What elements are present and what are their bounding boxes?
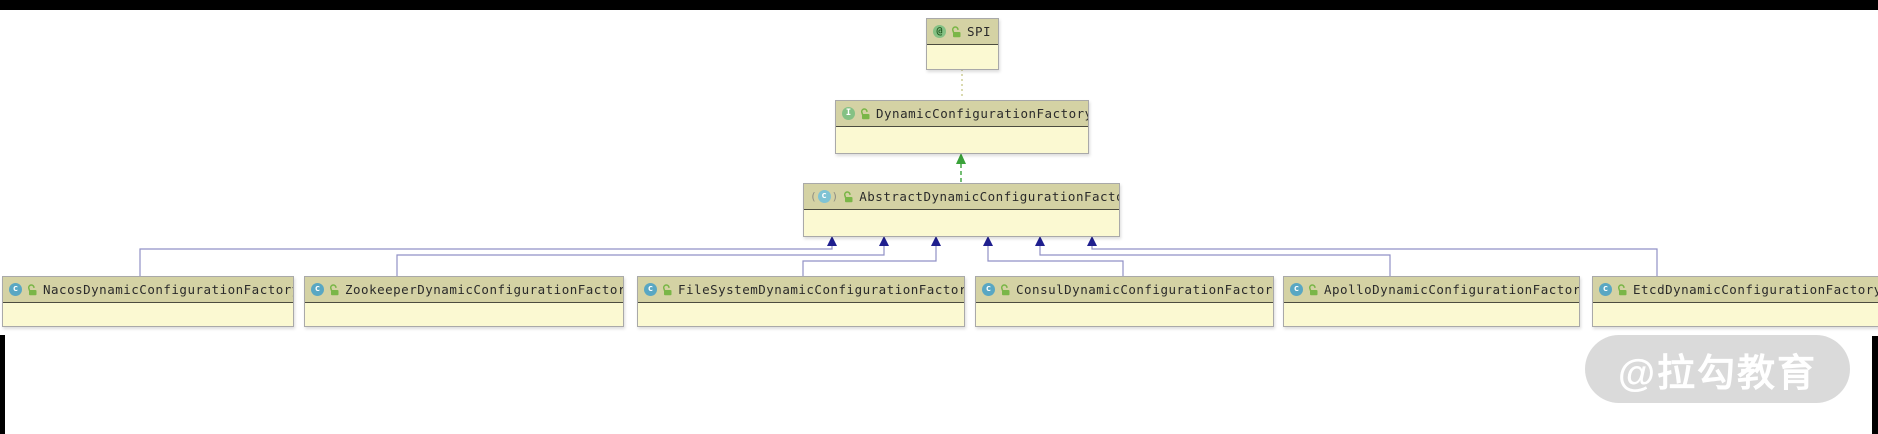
extends-line-apollo xyxy=(1039,246,1391,276)
node-body xyxy=(976,303,1273,326)
node-spi[interactable]: @ SPI xyxy=(926,18,999,70)
extends-line-filesystem xyxy=(802,246,937,276)
right-black-strip xyxy=(1872,336,1878,434)
node-apollo-dynamic-configuration-factory[interactable]: c ApolloDynamicConfigurationFactory xyxy=(1283,276,1580,327)
class-icon: c xyxy=(1599,283,1612,296)
node-header: c ApolloDynamicConfigurationFactory xyxy=(1284,277,1579,303)
extends-arrowhead xyxy=(1035,236,1045,246)
class-name-label: FileSystemDynamicConfigurationFactory xyxy=(678,282,964,297)
top-black-bar xyxy=(0,0,1878,10)
class-name-label: NacosDynamicConfigurationFactory xyxy=(43,282,293,297)
node-filesystem-dynamic-configuration-factory[interactable]: c FileSystemDynamicConfigurationFactory xyxy=(637,276,965,327)
node-header: c ConsulDynamicConfigurationFactory xyxy=(976,277,1273,303)
implements-arrowhead xyxy=(956,153,966,164)
extends-arrowhead xyxy=(931,236,941,246)
class-icon: c xyxy=(644,283,657,296)
extends-line-consul xyxy=(987,246,1124,276)
lock-icon xyxy=(1308,283,1319,296)
class-name-label: DynamicConfigurationFactory xyxy=(876,106,1088,121)
lock-icon xyxy=(662,283,673,296)
interface-icon: I xyxy=(842,107,855,120)
node-dynamic-configuration-factory[interactable]: I DynamicConfigurationFactory xyxy=(835,100,1089,154)
extends-line-etcd xyxy=(1091,246,1658,276)
node-nacos-dynamic-configuration-factory[interactable]: c NacosDynamicConfigurationFactory xyxy=(2,276,294,327)
node-body xyxy=(1284,303,1579,326)
extends-arrowhead xyxy=(827,236,837,246)
node-header: @ SPI xyxy=(927,19,998,45)
lock-icon xyxy=(27,283,38,296)
extends-arrowhead xyxy=(879,236,889,246)
node-body xyxy=(3,303,293,326)
node-header: c NacosDynamicConfigurationFactory xyxy=(3,277,293,303)
watermark-text: @拉勾教育 xyxy=(1617,352,1818,395)
class-icon: c xyxy=(1290,283,1303,296)
node-header: c ZookeeperDynamicConfigurationFactory xyxy=(305,277,623,303)
class-name-label: ApolloDynamicConfigurationFactory xyxy=(1324,282,1579,297)
class-icon: c xyxy=(311,283,324,296)
node-body xyxy=(836,127,1088,153)
extends-line-nacos xyxy=(139,246,833,276)
node-body xyxy=(804,210,1119,236)
node-body xyxy=(638,303,964,326)
lock-icon xyxy=(951,25,962,38)
class-name-label: EtcdDynamicConfigurationFactory xyxy=(1633,282,1878,297)
class-name-label: ConsulDynamicConfigurationFactory xyxy=(1016,282,1273,297)
watermark-badge: @拉勾教育 xyxy=(1585,335,1850,403)
node-body xyxy=(927,45,998,69)
node-zookeeper-dynamic-configuration-factory[interactable]: c ZookeeperDynamicConfigurationFactory xyxy=(304,276,624,327)
lock-icon xyxy=(1000,283,1011,296)
abstract-class-icon: ( c ) xyxy=(810,190,839,203)
lock-icon xyxy=(860,107,871,120)
node-header: c FileSystemDynamicConfigurationFactory xyxy=(638,277,964,303)
node-header: ( c ) AbstractDynamicConfigurationFactor… xyxy=(804,184,1119,210)
lock-icon xyxy=(843,190,854,203)
lock-icon xyxy=(1617,283,1628,296)
lock-icon xyxy=(329,283,340,296)
node-etcd-dynamic-configuration-factory[interactable]: c EtcdDynamicConfigurationFactory xyxy=(1592,276,1878,327)
left-black-strip xyxy=(0,335,5,434)
node-consul-dynamic-configuration-factory[interactable]: c ConsulDynamicConfigurationFactory xyxy=(975,276,1274,327)
class-name-label: AbstractDynamicConfigurationFactory xyxy=(859,189,1119,204)
annotation-icon: @ xyxy=(933,25,946,38)
node-abstract-dynamic-configuration-factory[interactable]: ( c ) AbstractDynamicConfigurationFactor… xyxy=(803,183,1120,237)
extends-arrowhead xyxy=(1087,236,1097,246)
extends-line-zookeeper xyxy=(396,246,885,276)
node-body xyxy=(305,303,623,326)
node-header: I DynamicConfigurationFactory xyxy=(836,101,1088,127)
class-name-label: ZookeeperDynamicConfigurationFactory xyxy=(345,282,623,297)
class-icon: c xyxy=(9,283,22,296)
node-header: c EtcdDynamicConfigurationFactory xyxy=(1593,277,1878,303)
class-name-label: SPI xyxy=(967,24,992,39)
class-icon: c xyxy=(982,283,995,296)
extends-arrowhead xyxy=(983,236,993,246)
node-body xyxy=(1593,303,1878,326)
